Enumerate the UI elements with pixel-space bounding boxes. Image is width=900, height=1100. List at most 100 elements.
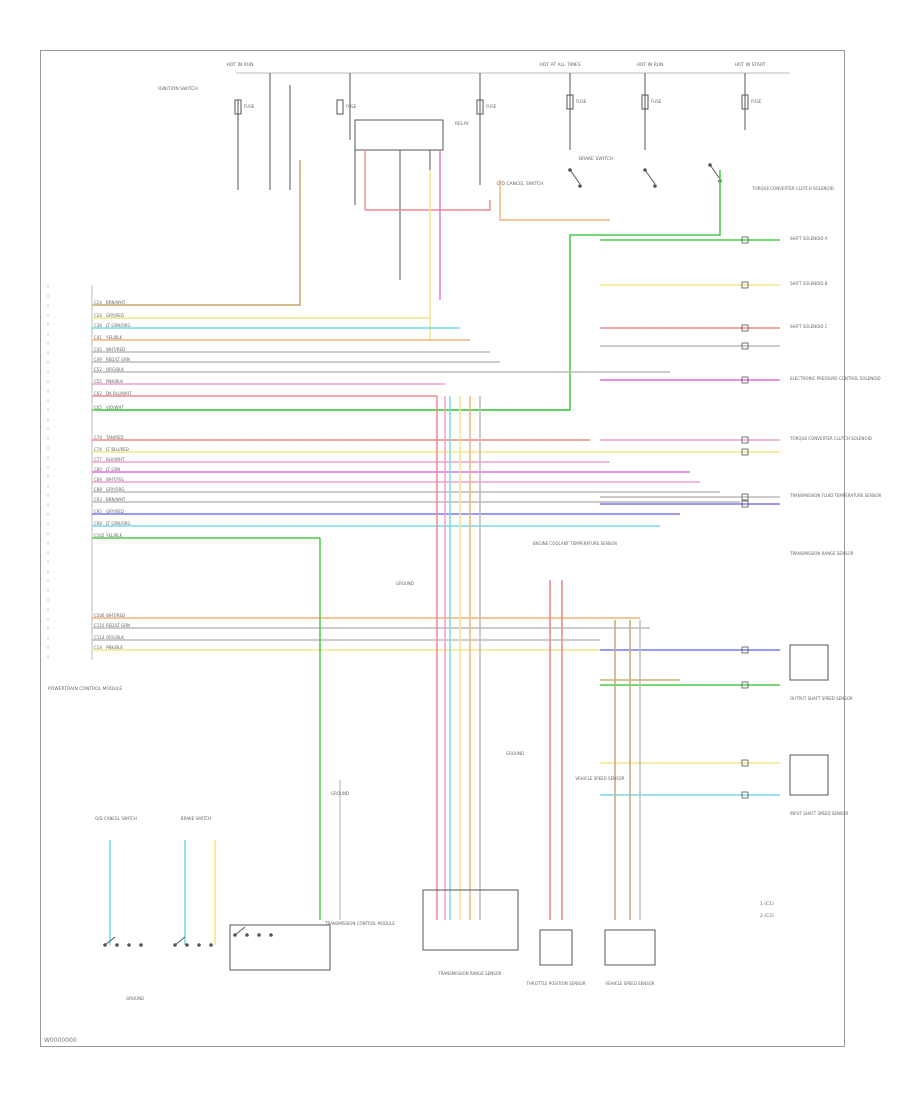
- pin-number: C14: [94, 645, 102, 650]
- component-label: OUTPUT SHAFT SPEED SENSOR: [790, 696, 853, 701]
- wire-color-label: WHT/RED: [106, 347, 125, 352]
- diagram-frame: [40, 50, 845, 1047]
- switch-pivot: [708, 163, 712, 167]
- pin-number: C70: [94, 435, 102, 440]
- power-source-label: HOT AT ALL TIMES: [539, 62, 580, 68]
- wire-color-label: YEL/BLK: [105, 533, 123, 538]
- switch-contact-dot: [115, 943, 119, 947]
- switch-contact: [644, 169, 656, 185]
- power-source-label: HOT IN START: [734, 62, 765, 68]
- pin-number: C24: [94, 313, 102, 318]
- fuse-label: FUSE: [244, 104, 255, 109]
- connector-pin: [741, 681, 749, 689]
- bottom-switch-box: [229, 924, 331, 971]
- wire-color-label: VIO/WHT: [106, 405, 124, 410]
- wire-color-label: TAN/RED: [105, 435, 124, 440]
- relay-label: RELAY: [455, 121, 469, 127]
- switch-contact-dot: [245, 933, 249, 937]
- bottom-switch-label: O/D CANCEL SWITCH: [95, 816, 137, 821]
- wire-color-label: ORG/BLK: [106, 367, 124, 372]
- switch-contact-dot: [653, 184, 657, 188]
- wire-color-label: WHT/RED: [106, 613, 125, 618]
- vss-bottom-label: VEHICLE SPEED SENSOR: [605, 981, 654, 986]
- switch-contact-dot: [209, 943, 213, 947]
- connector-pin: [741, 376, 749, 384]
- switch-contact: [709, 164, 721, 180]
- fuse-icon: [641, 94, 649, 110]
- pin-number: C45: [94, 347, 102, 352]
- connector-pin: [741, 281, 749, 289]
- wire-color-label: PNK/BLK: [106, 645, 123, 650]
- ground-label: GROUND: [331, 791, 349, 796]
- wire-color-label: WHT/YEL: [106, 477, 125, 482]
- fuse-label: FUSE: [751, 99, 762, 104]
- pin-number: C106: [94, 613, 105, 618]
- ground-label: GROUND: [126, 996, 144, 1001]
- wire-tan: [95, 160, 301, 306]
- tcm-bottom-label: TRANSMISSION CONTROL MODULE: [324, 921, 395, 926]
- brake-switch-label: BRAKE SWITCH: [579, 156, 613, 162]
- component-label: TRANSMISSION RANGE SENSOR: [789, 551, 854, 556]
- ground-label: GROUND: [506, 751, 524, 756]
- ground-label: GROUND: [396, 581, 414, 586]
- footer-code: W0000000: [44, 1037, 77, 1044]
- switch-blade: [174, 936, 186, 946]
- connector-pin: [741, 500, 749, 508]
- tcc-label: TORQUE CONVERTER CLUTCH SOLENOID: [751, 186, 834, 191]
- wire-green: [95, 170, 721, 411]
- wire-red: [365, 200, 491, 211]
- connector-pin: [741, 646, 749, 654]
- vss-connector-box: [604, 929, 656, 966]
- pin-number: C77: [94, 457, 102, 462]
- legend-entry: 1 (C1): [760, 901, 774, 907]
- wire-color-label: PNK/BLK: [106, 379, 123, 384]
- fuse-label: FUSE: [346, 104, 357, 109]
- pin-number: C98: [94, 521, 102, 526]
- wire-color-label: LT GRN/ORG: [106, 323, 131, 328]
- switch-blade: [104, 936, 116, 946]
- wire-color-label: RED/LT GRN: [106, 623, 130, 628]
- fuse-icon: [566, 94, 574, 110]
- switch-contact-dot: [127, 943, 131, 947]
- switch-blade: [234, 926, 246, 936]
- connector-pin: [741, 791, 749, 799]
- switch-pivot: [568, 168, 572, 172]
- connector-pin: [741, 448, 749, 456]
- pin-number: C49: [94, 357, 102, 362]
- pin-number: C41: [94, 335, 102, 340]
- wire-color-label: ORG/BLK: [106, 635, 124, 640]
- bottom-switch-label: BRAKE SWITCH: [181, 816, 211, 821]
- pin-number: C93: [94, 497, 102, 502]
- pin-number: C55: [94, 379, 102, 384]
- pin-number: C36: [94, 323, 102, 328]
- switch-contact-dot: [578, 184, 582, 188]
- component-label: TORQUE CONVERTER CLUTCH SOLENOID: [789, 436, 872, 441]
- ignition-switch-label: IGNITION SWITCH: [158, 86, 198, 92]
- component-label: INPUT SHAFT SPEED SENSOR: [790, 811, 849, 816]
- fuse-icon: [741, 94, 749, 110]
- tps-connector-box: [539, 929, 573, 966]
- pin-number: C14: [94, 300, 102, 305]
- fuse-label: FUSE: [576, 99, 587, 104]
- wire-color-label: BLK/WHT: [106, 457, 125, 462]
- tps-label: THROTTLE POSITION SENSOR: [525, 981, 585, 986]
- legend-entry: 2 (C2): [760, 913, 774, 919]
- switch-contact-dot: [185, 943, 189, 947]
- wire-color-label: BRN/WHT: [106, 497, 126, 502]
- wire-color-label: DK BLU/WHT: [106, 391, 132, 396]
- wire-orange: [499, 180, 610, 221]
- component-label: TRANSMISSION FLUID TEMPERATURE SENSOR: [789, 493, 882, 498]
- od-switch-label: O/D CANCEL SWITCH: [496, 181, 543, 187]
- wire-color-label: YEL/BLK: [105, 335, 123, 340]
- switch-contact-dot: [257, 933, 261, 937]
- switch-pivot: [643, 168, 647, 172]
- wire-color-label: LT GRN: [106, 467, 120, 472]
- connector-pin: [741, 493, 749, 501]
- wire-color-label: BRN/WHT: [106, 300, 126, 305]
- pin-number: C88: [94, 487, 102, 492]
- ect-label: ENGINE COOLANT TEMPERATURE SENSOR: [533, 541, 618, 546]
- component-label: SHIFT SOLENOID B: [790, 281, 828, 286]
- oss-connector: [789, 644, 829, 681]
- pin-number: C114: [94, 635, 105, 640]
- iss-connector: [789, 754, 829, 796]
